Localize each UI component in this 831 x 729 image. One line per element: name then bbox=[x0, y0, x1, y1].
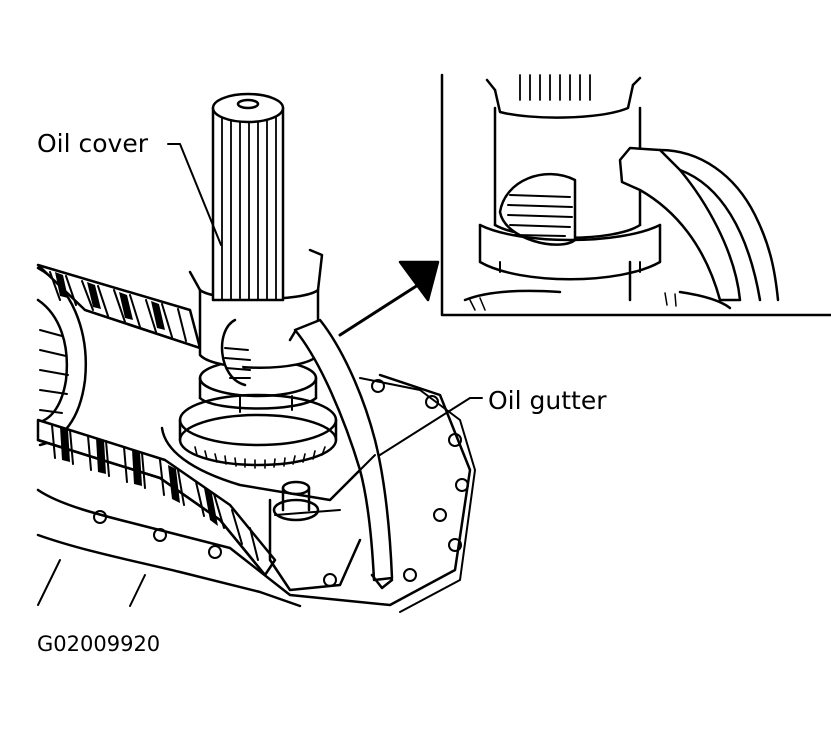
oil-cover-label: Oil cover bbox=[37, 129, 149, 158]
callout-arrow bbox=[338, 260, 440, 337]
retainer-plate bbox=[160, 426, 362, 592]
bearing bbox=[178, 393, 338, 469]
oil-gutter-part bbox=[288, 318, 394, 590]
inset-detail bbox=[440, 73, 831, 317]
output-shaft bbox=[211, 92, 285, 302]
lower-chain bbox=[36, 418, 277, 577]
main-view bbox=[36, 92, 476, 613]
oil-cover-part bbox=[188, 248, 324, 387]
oil-gutter-label: Oil gutter bbox=[488, 386, 607, 415]
case-housing bbox=[36, 373, 476, 613]
figure-id: G02009920 bbox=[37, 632, 161, 656]
leader-lines bbox=[167, 143, 483, 456]
